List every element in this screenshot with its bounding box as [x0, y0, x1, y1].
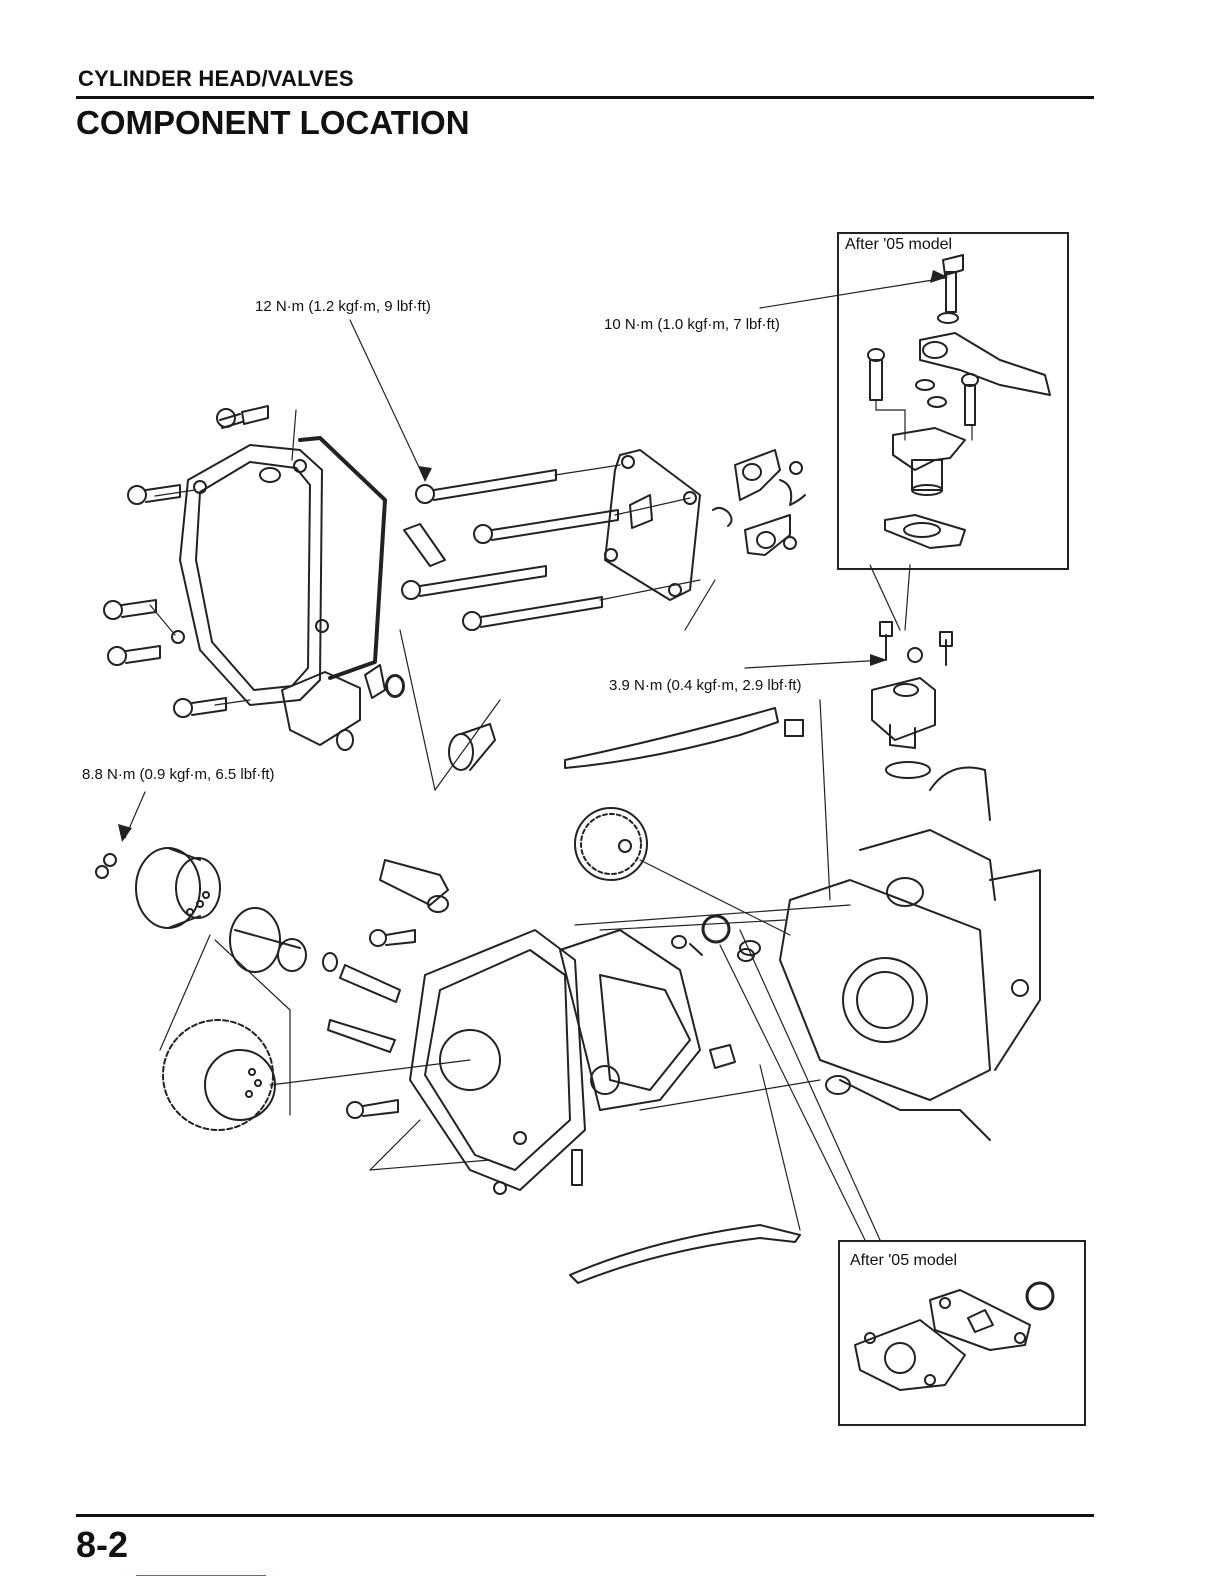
inset-gasket-label: After '05 model [850, 1252, 957, 1270]
cylinder-head-cover [172, 438, 404, 750]
cylinder-block [780, 768, 1040, 1141]
callout-arrows [118, 270, 948, 842]
cover-bolts [104, 406, 268, 717]
cam-chain-guide-lower [570, 1225, 800, 1283]
camshaft [230, 908, 400, 1002]
stud-bolts [402, 470, 618, 630]
cam-chain-tensioner [872, 622, 952, 778]
footer-link-underline [136, 1575, 266, 1576]
rotor-assembly [96, 848, 220, 928]
inset-tensioner-label: After '05 model [845, 236, 952, 254]
torque-callout-tensioner: 3.9 N·m (0.4 kgf·m, 2.9 lbf·ft) [609, 677, 802, 694]
page-number: 8-2 [76, 1524, 128, 1566]
small-parts [328, 676, 760, 1118]
cam-sprocket [575, 808, 647, 880]
camshaft-holder [605, 450, 700, 600]
torque-callout-sprocket: 8.8 N·m (0.9 kgf·m, 6.5 lbf·ft) [82, 766, 275, 783]
torque-callout-cover: 12 N·m (1.2 kgf·m, 9 lbf·ft) [255, 298, 431, 315]
cam-chain-guide-upper [565, 708, 803, 768]
torque-callout-tensioner-top: 10 N·m (1.0 kgf·m, 7 lbf·ft) [604, 316, 780, 333]
inset-tensioner-box [837, 232, 1069, 570]
footer-rule [76, 1514, 1094, 1517]
rocker-arms [713, 450, 805, 555]
timing-sprocket [163, 1020, 275, 1130]
